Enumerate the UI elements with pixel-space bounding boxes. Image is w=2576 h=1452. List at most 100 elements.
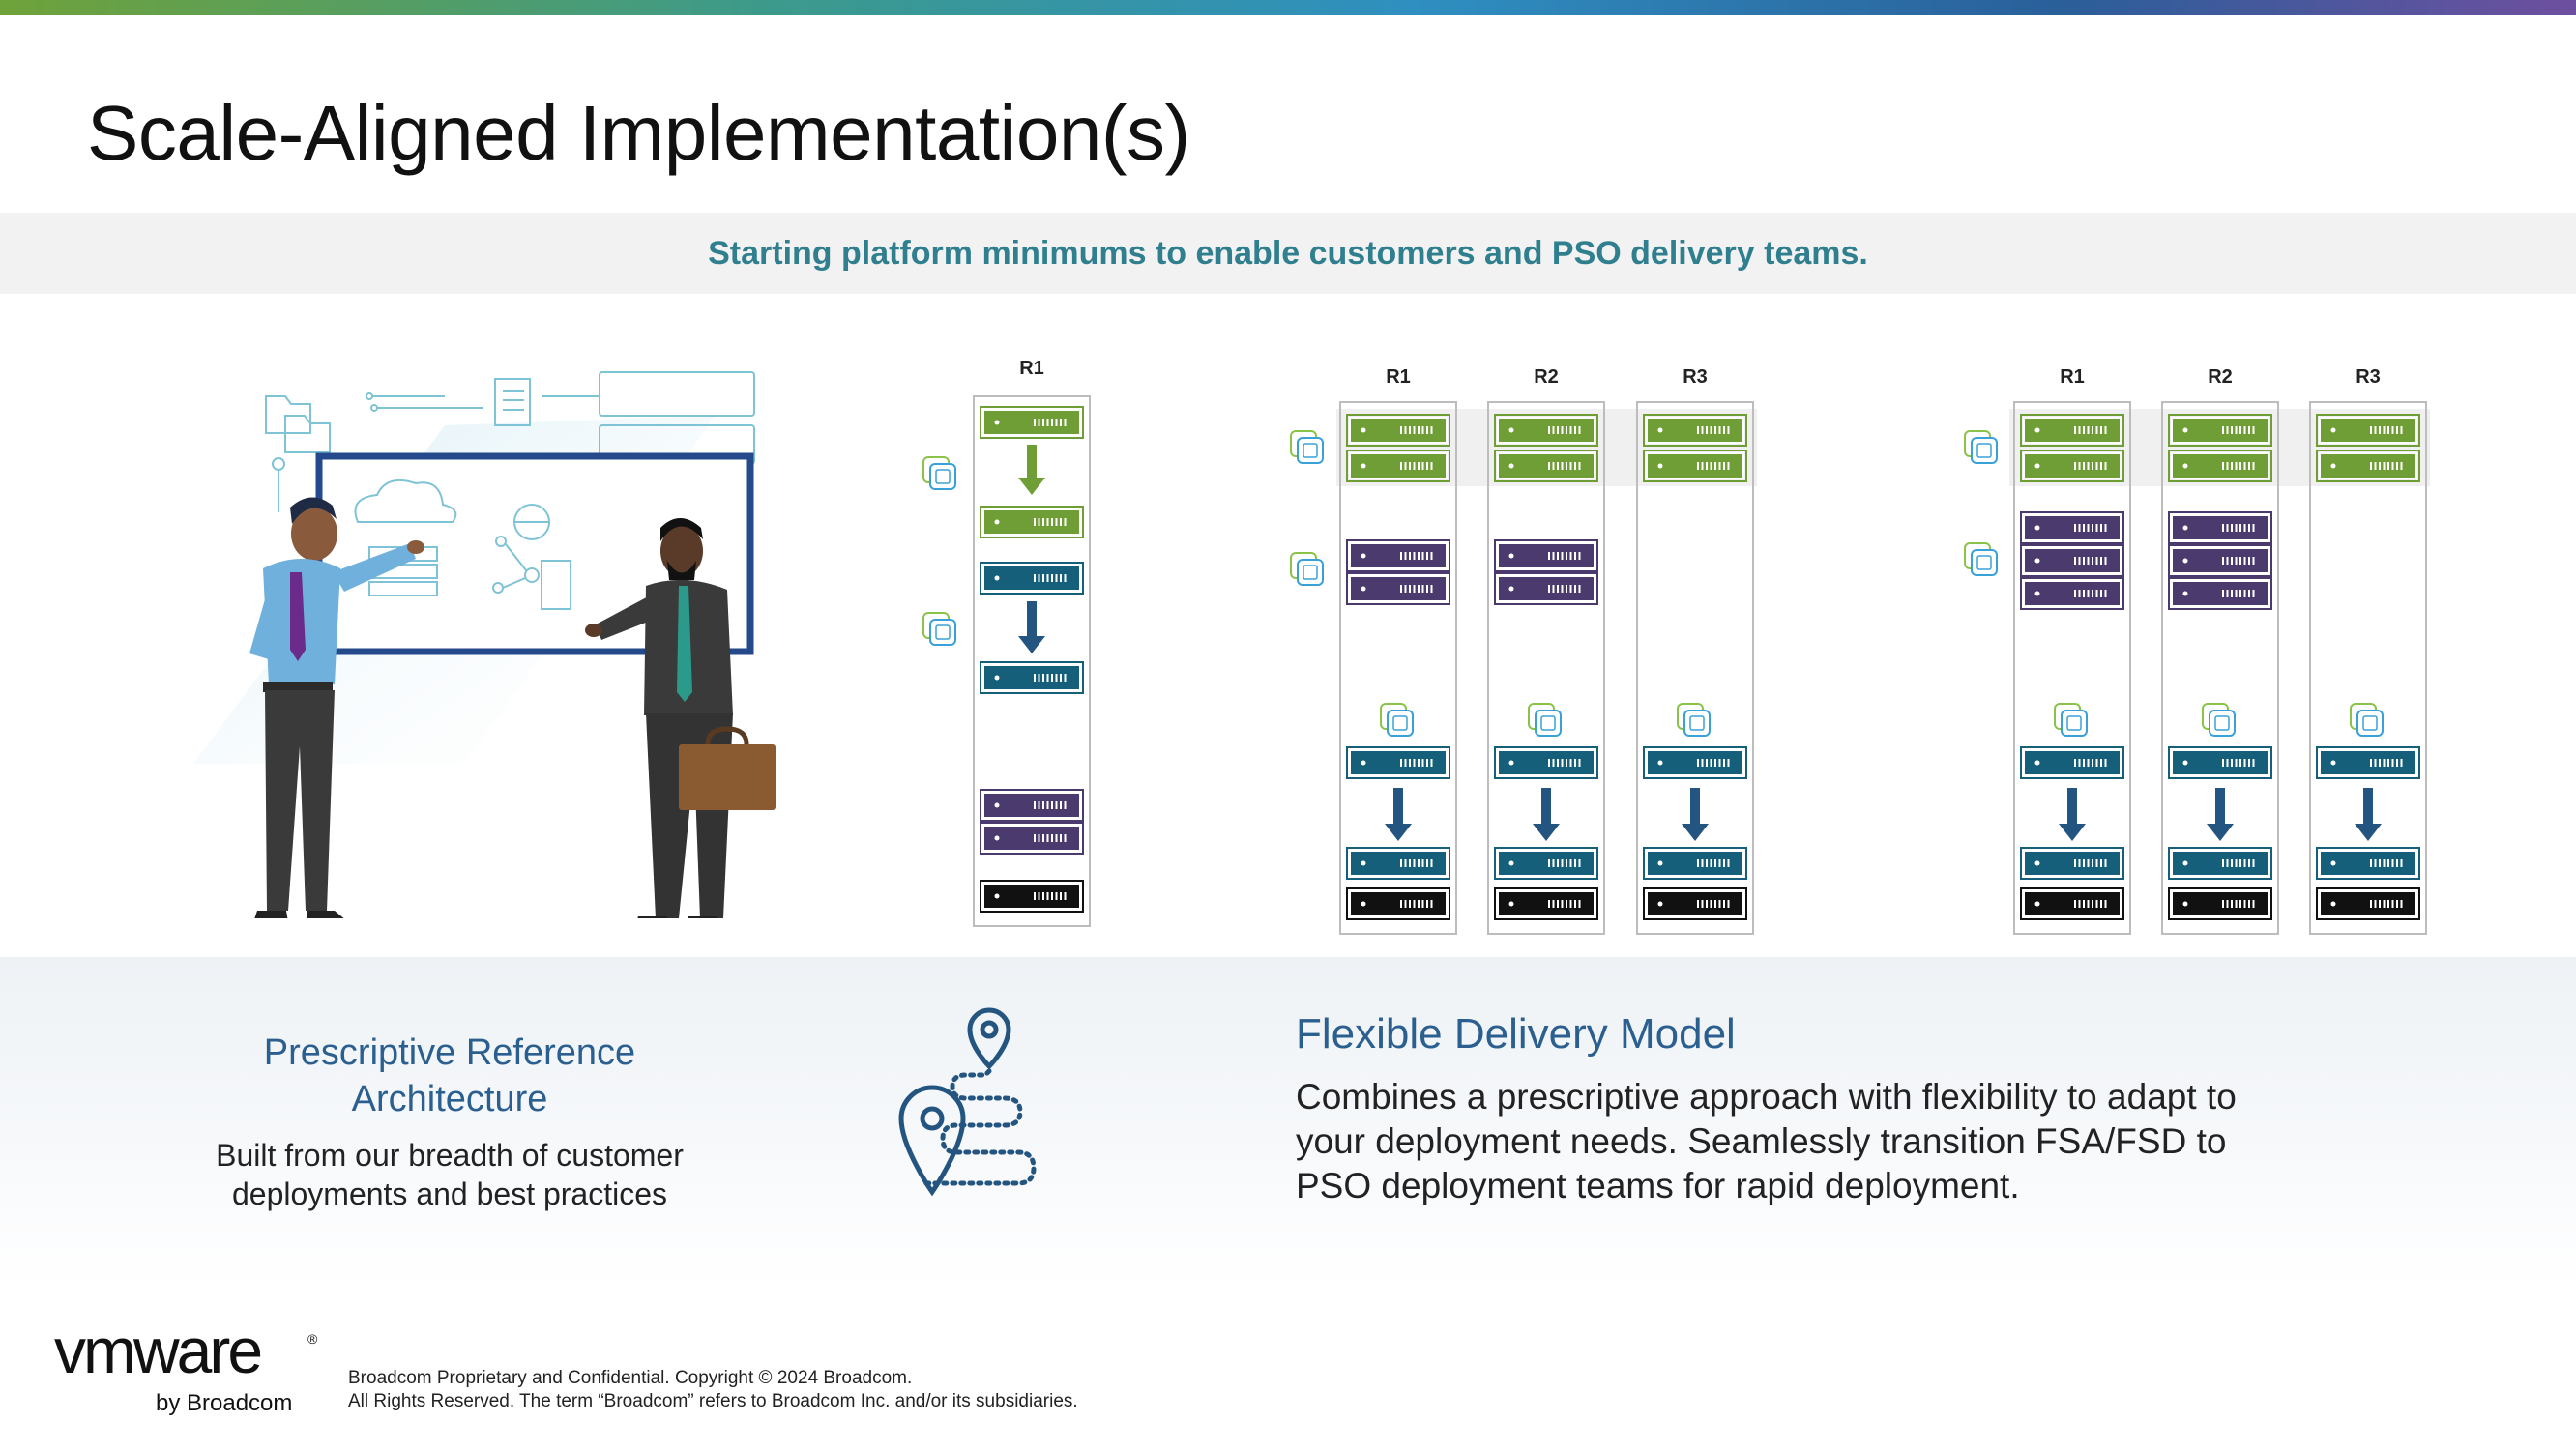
server-purple (2020, 577, 2124, 610)
virtualization-icon (1290, 430, 1324, 464)
virtualization-icon (922, 456, 956, 490)
legal-line-2: All Rights Reserved. The term “Broadcom”… (348, 1391, 1078, 1411)
server-green (1643, 414, 1747, 447)
rack-a-r1 (1339, 401, 1457, 935)
server-teal (2316, 847, 2420, 880)
reference-architecture-body-line2: deployments and best practices (231, 1176, 668, 1211)
server-teal (1346, 746, 1450, 779)
server-green (2168, 450, 2272, 482)
server-purple (1494, 572, 1598, 605)
rack-label-single-r1: R1 (1019, 358, 1044, 379)
rack-label-a-r2: R2 (1534, 366, 1559, 388)
arrow-down-blue (1682, 788, 1709, 841)
server-purple (2168, 577, 2272, 610)
server-purple (1494, 539, 1598, 572)
server-teal (980, 661, 1084, 694)
virtualization-icon (1964, 430, 1998, 464)
server-black (2020, 887, 2124, 920)
server-green (2020, 414, 2124, 447)
server-green (2020, 450, 2124, 482)
delivery-model-body-line3: PSO deployment teams for rapid deploymen… (1296, 1166, 2020, 1205)
rack-label-b-r1: R1 (2060, 366, 2085, 388)
rack-a-r2 (1487, 401, 1605, 935)
server-purple (1346, 572, 1450, 605)
virtualization-icon (1290, 552, 1324, 586)
server-teal (2168, 746, 2272, 779)
rack-label-b-r2: R2 (2208, 366, 2233, 388)
server-purple (2020, 511, 2124, 544)
server-teal (980, 562, 1084, 595)
vmware-logo: vmware ® by Broadcom (54, 1322, 318, 1416)
server-green (980, 406, 1084, 439)
delivery-model-title: Flexible Delivery Model (1296, 1010, 1736, 1058)
arrow-down-blue (1385, 788, 1412, 841)
server-green (980, 506, 1084, 538)
server-teal (1494, 746, 1598, 779)
reference-architecture-title: Prescriptive Reference Architecture (208, 1030, 691, 1122)
server-black (1643, 887, 1747, 920)
server-purple (1346, 539, 1450, 572)
server-purple (2168, 511, 2272, 544)
rack-a-r3 (1636, 401, 1754, 935)
server-green (1643, 450, 1747, 482)
server-black (1346, 887, 1450, 920)
legal-line-1: Broadcom Proprietary and Confidential. C… (348, 1368, 913, 1388)
reference-architecture-body-line1: Built from our breadth of customer (216, 1138, 684, 1173)
server-purple (980, 822, 1084, 855)
rack-diagram: R1 R1 R2 R3 R1 R2 R3 (922, 358, 2430, 935)
vmware-logo-by: by Broadcom (156, 1390, 292, 1416)
server-teal (1643, 847, 1747, 880)
server-green (2168, 414, 2272, 447)
arrow-down-green (1018, 445, 1045, 495)
rack-b-r3 (2309, 401, 2427, 935)
rack-b-r2 (2161, 401, 2279, 935)
delivery-model-body: Combines a prescriptive approach with fl… (1296, 1075, 2359, 1208)
virtualization-icon (922, 612, 956, 646)
virtualization-icon (1677, 703, 1711, 737)
server-teal (2020, 847, 2124, 880)
server-green (2316, 450, 2420, 482)
delivery-model-body-line1: Combines a prescriptive approach with fl… (1296, 1077, 2237, 1117)
rack-b-r1 (2013, 401, 2131, 935)
route-map-icon (898, 1007, 1037, 1197)
vmware-logo-text: vmware (54, 1322, 260, 1386)
server-black (1494, 887, 1598, 920)
server-teal (2168, 847, 2272, 880)
arrow-down-blue (1533, 788, 1560, 841)
server-teal (1346, 847, 1450, 880)
server-purple (980, 789, 1084, 822)
presentation-figures-illustration (193, 371, 776, 918)
slide-subtitle: Starting platform minimums to enable cus… (708, 235, 1868, 272)
reference-architecture-title-line2: Architecture (351, 1079, 548, 1119)
top-gradient-bar (0, 0, 2576, 15)
server-green (1494, 450, 1598, 482)
arrow-down-blue (2355, 788, 2382, 841)
reference-architecture-title-line1: Prescriptive Reference (263, 1032, 636, 1073)
slide-title: Scale-Aligned Implementation(s) (87, 90, 1190, 176)
server-black (2316, 887, 2420, 920)
server-black (980, 880, 1084, 913)
virtualization-icon (1380, 703, 1414, 737)
server-black (2168, 887, 2272, 920)
virtualization-icon (2202, 703, 2236, 737)
arrow-down-blue (2059, 788, 2086, 841)
rack-label-a-r3: R3 (1683, 366, 1708, 388)
virtualization-icon (1964, 542, 1998, 576)
server-teal (2020, 746, 2124, 779)
delivery-model-body-line2: your deployment needs. Seamlessly transi… (1296, 1121, 2227, 1161)
reference-architecture-body: Built from our breadth of customer deplo… (179, 1136, 720, 1213)
arrow-down-blue (2207, 788, 2234, 841)
virtualization-icon (2054, 703, 2088, 737)
server-green (1346, 414, 1450, 447)
server-purple (2168, 544, 2272, 577)
server-green (2316, 414, 2420, 447)
virtualization-icon (1528, 703, 1562, 737)
server-green (1494, 414, 1598, 447)
server-teal (1494, 847, 1598, 880)
virtualization-icon (2350, 703, 2384, 737)
arrow-down-blue (1018, 601, 1045, 653)
bottom-band (0, 957, 2576, 1286)
server-green (1346, 450, 1450, 482)
vmware-logo-mark: ® (307, 1331, 318, 1347)
subtitle-band (0, 213, 2576, 294)
